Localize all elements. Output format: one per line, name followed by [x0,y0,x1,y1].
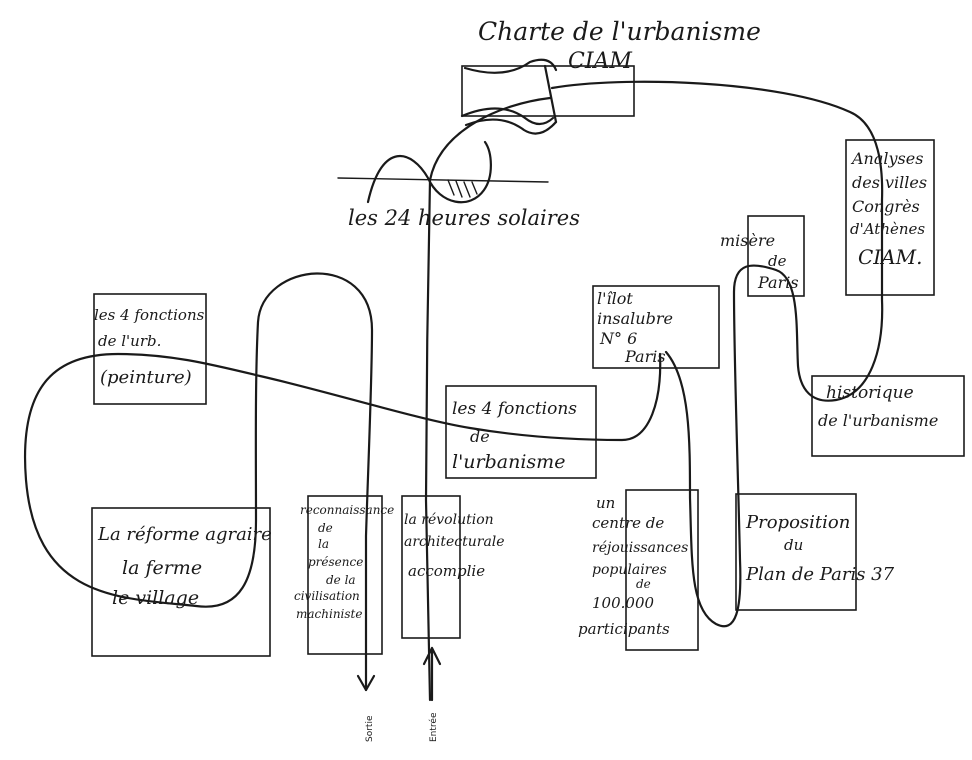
proposition-line-2: du [784,536,803,554]
revolution-line-2: architecturale [404,534,505,550]
historique-line-2: de l'urbanisme [818,411,938,430]
title-line-2: CIAM [568,49,632,74]
ilot-line-1: l'îlot [597,289,633,308]
solar-label: les 24 heures solaires [348,206,580,230]
centre-line-6: 100.000 [592,594,654,612]
centre-line-5: de [636,577,651,591]
revolution-line-3: accomplie [408,562,485,580]
reconnaissance-line-7: machiniste [296,607,362,621]
analyses-line-5: CIAM. [858,245,922,269]
ilot-line-3: N° 6 [599,329,637,348]
fonctions-urbanisme-line-1: les 4 fonctions [452,399,577,419]
reforme-line-1: La réforme agraire [97,524,272,545]
analyses-line-4: d'Athènes [850,220,925,238]
centre-line-7: participants [578,620,670,638]
reconnaissance-line-1: reconnaissance [300,503,394,517]
fonctions-urbanisme-line-3: l'urbanisme [452,451,565,473]
entry-arrow-icon [424,648,440,700]
entry-label: Entrée [428,712,439,742]
reconnaissance-line-3: la [318,537,329,551]
reconnaissance-line-2: de [318,521,333,535]
misere-line-1: misère [720,231,775,250]
fonctions-peinture-line-1: les 4 fonctions [94,306,205,324]
fonctions-peinture-line-2: de l'urb. [98,332,161,350]
analyses-line-3: Congrès [852,197,920,216]
reforme-line-2: la ferme [122,557,202,579]
exit-label: Sortie [365,715,375,742]
centre-line-2: centre de [592,514,664,532]
reconnaissance-line-6: civilisation [294,589,360,603]
analyses-line-2: des villes [852,173,927,192]
title-line-1: Charte de l'urbanisme [478,17,761,46]
revolution-line-1: la révolution [404,512,494,528]
entrance-tube-drawing [430,60,882,200]
entry-path [426,180,430,700]
proposition-line-1: Proposition [745,512,850,533]
analyses-line-1: Analyses [850,149,923,168]
circulation-path [25,200,882,690]
centre-line-3: réjouissances [592,540,688,556]
proposition-line-3: Plan de Paris 37 [745,564,895,585]
centre-line-4: populaires [592,562,667,578]
reconnaissance-line-5: de la [326,573,356,587]
centre-line-1: un [596,494,615,512]
fonctions-peinture-line-3: (peinture) [100,367,192,388]
reconnaissance-line-4: présence [308,555,363,569]
ilot-line-2: insalubre [597,309,673,328]
